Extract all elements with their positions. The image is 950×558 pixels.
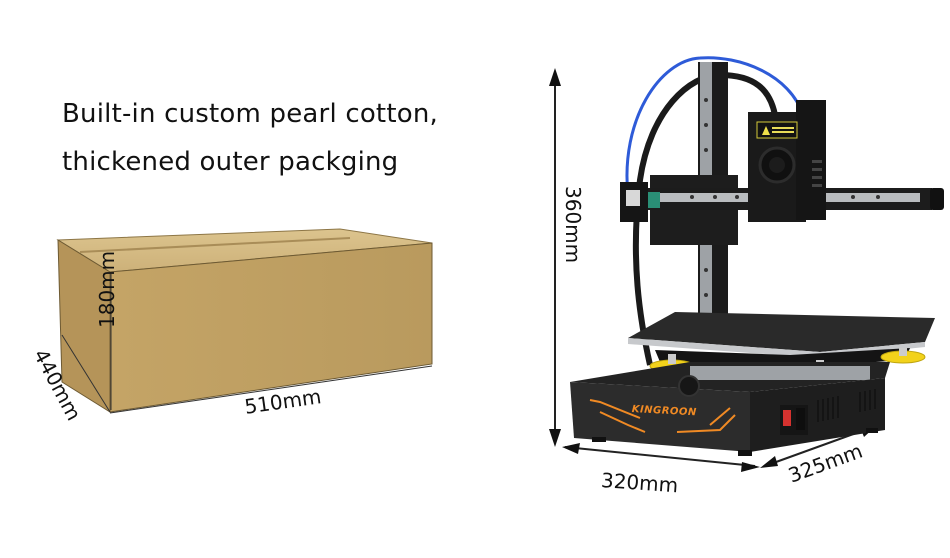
headline-line-2: thickened outer packging [62,147,399,177]
height-dimension-arrow [549,68,561,447]
width-dimension-arrow [562,443,760,472]
headline: Built-in custom pearl cotton, thickened … [62,90,438,186]
printer-height-label: 360mm [561,186,585,264]
headline-line-1: Built-in custom pearl cotton, [62,99,438,129]
